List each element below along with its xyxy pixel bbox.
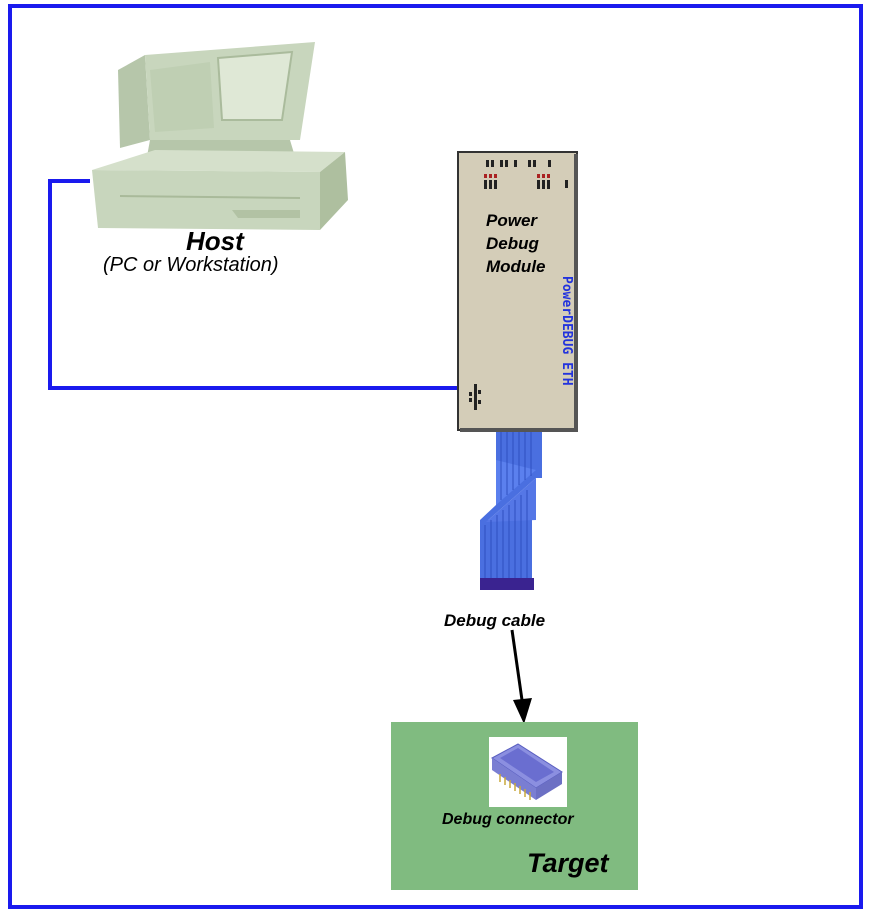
desktop-computer-icon (92, 42, 348, 230)
module-label-line: Power (486, 211, 538, 230)
host-title: Host (186, 226, 244, 256)
module-label-line: Module (486, 257, 546, 276)
arrow-cable-to-target (510, 629, 532, 724)
target-label: Target (527, 848, 609, 878)
module-label-line: Debug (486, 234, 539, 253)
device-model-text: PowerDEBUG ETH (559, 276, 574, 386)
module-label: Power Debug Module (486, 209, 546, 278)
port-marks (469, 384, 481, 410)
connector-label: Debug connector (442, 811, 574, 828)
cable-plug (480, 578, 534, 590)
status-leds (484, 160, 568, 189)
power-debug-module (457, 151, 578, 432)
ribbon-cable (480, 432, 542, 590)
pin-header-connector-icon (489, 737, 567, 807)
cable-label: Debug cable (444, 611, 546, 630)
host-module-link (48, 179, 458, 390)
host-subtitle: (PC or Workstation) (103, 254, 279, 276)
